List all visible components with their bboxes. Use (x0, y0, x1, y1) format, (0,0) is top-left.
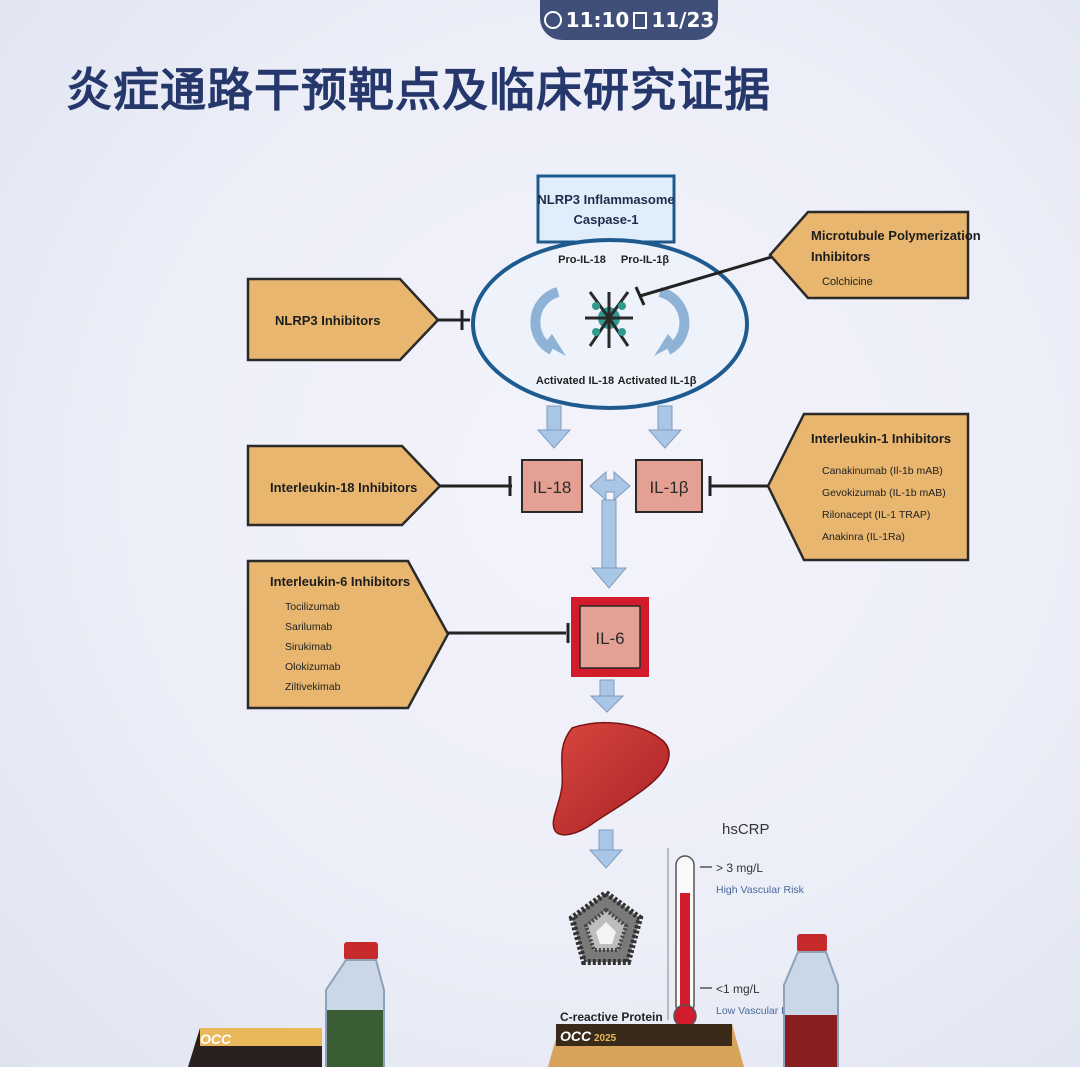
high-risk-label: High Vascular Risk (716, 884, 805, 896)
il1-drug-4: Anakinra (IL-1Ra) (822, 531, 905, 543)
high-value: > 3 mg/L (716, 861, 763, 875)
il18-label: IL-18 (533, 478, 572, 497)
il1-drug-2: Gevokizumab (IL-1b mAB) (822, 487, 946, 499)
inflammasome-title: NLRP3 Inflammasome (537, 192, 674, 207)
arrow-to-crp-icon (588, 829, 624, 869)
name-card-center: OCC 2025 (548, 1024, 744, 1067)
water-bottle-right (783, 934, 839, 1067)
il6-drug-2: Sarilumab (285, 621, 332, 633)
pro-il18-label: Pro-IL-18 (558, 254, 606, 266)
time-badge: 11:10 11/23 (540, 0, 718, 40)
pro-il1b-label: Pro-IL-1β (621, 254, 670, 266)
hscrp-label: hsCRP (722, 821, 770, 838)
il1b-box (635, 459, 703, 513)
card-center-logo: OCC (560, 1028, 592, 1044)
inflammasome-box (536, 174, 676, 244)
inflammasome-complex-icon (585, 291, 633, 348)
il18-inhibitors-box (246, 444, 442, 527)
microtubule-title-2: Inhibitors (811, 249, 870, 264)
microtubule-inhibitors-box (768, 210, 970, 300)
cycle-arrow-left-icon (530, 287, 566, 356)
card-center-year: 2025 (594, 1033, 617, 1044)
liver-icon (552, 721, 670, 836)
arrow-to-il6-icon (590, 499, 628, 589)
il18-inhibitors-label: Interleukin-18 Inhibitors (270, 480, 417, 495)
clock-icon (543, 11, 562, 29)
nlrp3-inhibitors-label: NLRP3 Inhibitors (275, 313, 380, 328)
il6-inhibitors-label: Interleukin-6 Inhibitors (270, 574, 410, 589)
il1-drug-1: Canakinumab (Il-1b mAB) (822, 465, 943, 477)
il-crosstalk-arrow-icon (589, 470, 631, 502)
nlrp3-inhibitors-box (246, 277, 440, 362)
c-reactive-protein-icon (568, 889, 644, 965)
microtubule-inhibition-line (639, 251, 786, 298)
arrow-to-liver-icon (589, 679, 625, 713)
crp-label: C-reactive Protein (560, 1010, 663, 1024)
slide-title: 炎症通路干预靶点及临床研究证据 (66, 63, 771, 117)
microtubule-inhibition-bar (634, 286, 646, 306)
name-card-left: OCC (188, 1028, 322, 1067)
il1-inhibitors-box (766, 412, 970, 562)
colchicine-label: Colchicine (822, 276, 873, 288)
microtubule-title-1: Microtubule Polymerization (811, 228, 981, 243)
il1-inhibitors-label: Interleukin-1 Inhibitors (811, 431, 951, 446)
il18-box (521, 459, 583, 513)
low-risk-label: Low Vascular R (716, 1005, 789, 1017)
water-bottle-left (325, 942, 385, 1067)
time-text: 11:10 (565, 8, 630, 32)
card-left-logo: OCC (200, 1031, 232, 1047)
cycle-arrow-right-icon (654, 287, 690, 356)
activated-il1b-label: Activated IL-1β (618, 375, 697, 387)
il6-inhibitors-box (246, 559, 450, 710)
il6-label: IL-6 (595, 629, 624, 648)
caspase-label: Caspase-1 (573, 212, 638, 227)
calendar-icon (633, 11, 648, 29)
thermometer-icon (673, 855, 697, 1028)
il1-drug-3: Rilonacept (IL-1 TRAP) (822, 509, 930, 521)
activated-il18-label: Activated IL-18 (536, 375, 614, 387)
il6-drug-4: Olokizumab (285, 661, 341, 673)
low-value: <1 mg/L (716, 982, 760, 996)
il1b-label: IL-1β (649, 478, 688, 497)
date-text: 11/23 (651, 8, 715, 32)
il6-drug-3: Sirukimab (285, 641, 332, 653)
il6-box (579, 605, 641, 669)
arrow-to-il18-icon (536, 405, 572, 449)
arrow-to-il1b-icon (647, 405, 683, 449)
il6-drug-5: Ziltivekimab (285, 681, 341, 693)
il6-drug-1: Tocilizumab (285, 601, 340, 613)
